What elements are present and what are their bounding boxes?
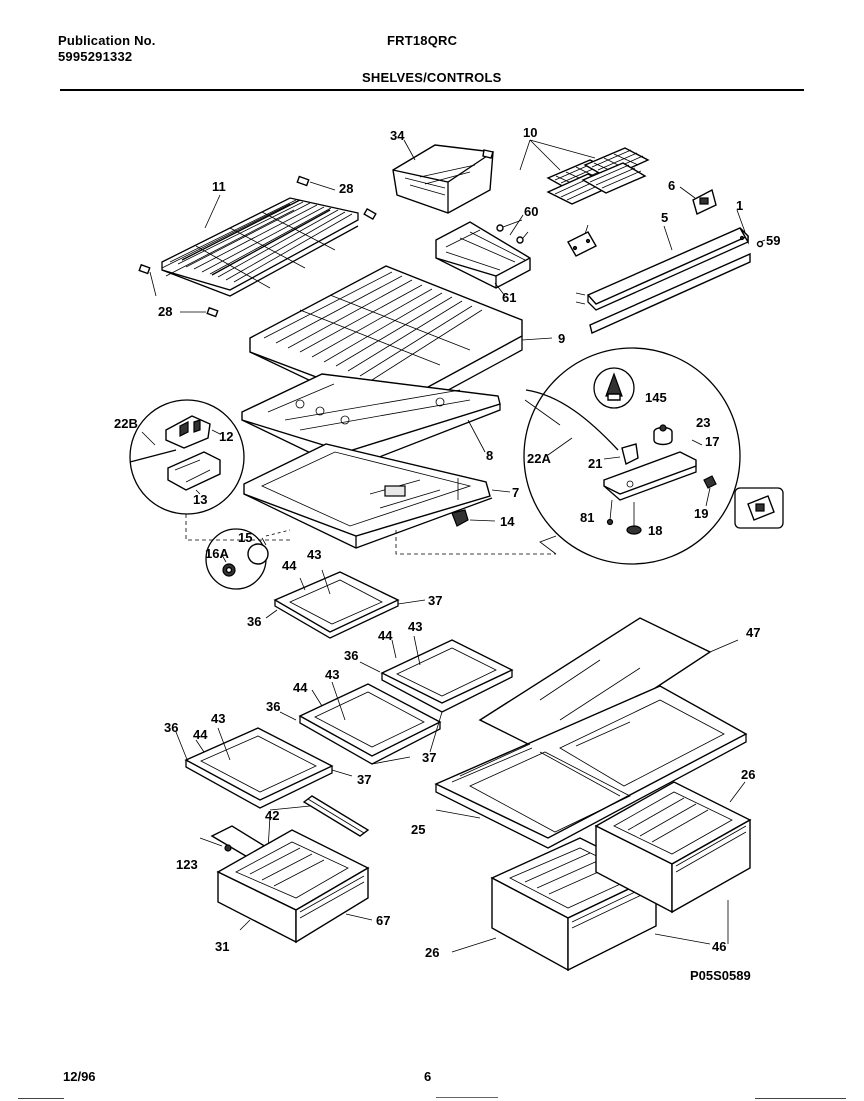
callout-47: 47 — [746, 625, 760, 640]
callout-44d: 44 — [193, 727, 208, 742]
part-glass-shelf-lower — [175, 727, 353, 809]
part-glass-shelf-mid-right — [359, 635, 514, 753]
callout-36d: 36 — [164, 720, 178, 735]
callout-59: 59 — [766, 233, 780, 248]
part-control-housing-61 — [435, 219, 531, 297]
part-glass-shelf-upper — [265, 569, 426, 639]
callout-46: 46 — [712, 939, 726, 954]
part-light-channel-5 — [575, 209, 766, 334]
callout-31: 31 — [215, 939, 229, 954]
callout-26a: 26 — [741, 767, 755, 782]
callout-44b: 44 — [378, 628, 393, 643]
callout-5: 5 — [661, 210, 668, 225]
callout-43c: 43 — [325, 667, 339, 682]
callout-17: 17 — [705, 434, 719, 449]
part-bracket-6 — [567, 186, 717, 257]
page-number: 6 — [424, 1069, 432, 1084]
part-glass-shelf-mid-left — [279, 681, 442, 765]
callout-43b: 43 — [408, 619, 422, 634]
callout-36b: 36 — [344, 648, 358, 663]
header-rule — [60, 89, 804, 91]
callout-34: 34 — [390, 128, 405, 143]
callout-15: 15 — [238, 530, 252, 545]
callout-8: 8 — [486, 448, 493, 463]
detail-circle-small — [205, 528, 291, 590]
callout-37c: 37 — [357, 772, 371, 787]
publication-label: Publication No. — [58, 33, 156, 48]
callout-123: 123 — [176, 857, 198, 872]
callout-23: 23 — [696, 415, 710, 430]
bottom-rule-right — [755, 1098, 846, 1099]
part-ice-trays-10 — [546, 147, 650, 205]
callout-10: 10 — [523, 125, 537, 140]
callout-43a: 43 — [307, 547, 321, 562]
callout-67: 67 — [376, 913, 390, 928]
callout-61: 61 — [502, 290, 516, 305]
callout-9: 9 — [558, 331, 565, 346]
part-shelf-clips-28 — [138, 175, 377, 318]
callout-60: 60 — [524, 204, 538, 219]
callout-11: 11 — [212, 179, 226, 194]
callout-145: 145 — [645, 390, 667, 405]
callout-37b: 37 — [422, 750, 436, 765]
part-divider-panel-7 — [243, 443, 511, 549]
callout-18: 18 — [648, 523, 662, 538]
part-evaporator-cover-8 — [241, 373, 501, 471]
publication-number: 5995291332 — [58, 49, 133, 64]
callout-22A: 22A — [527, 451, 551, 466]
detail-circle-right — [395, 347, 741, 565]
callout-44c: 44 — [293, 680, 308, 695]
part-crisper-frame-25 — [434, 685, 748, 849]
callout-6: 6 — [668, 178, 675, 193]
callout-42: 42 — [265, 808, 279, 823]
section-title: SHELVES/CONTROLS — [362, 70, 502, 85]
callout-28: 28 — [339, 181, 353, 196]
part-switch-19-inset — [734, 487, 784, 529]
part-thermostat-14 — [451, 509, 496, 527]
callout-26b: 26 — [425, 945, 439, 960]
callout-21: 21 — [588, 456, 602, 471]
callout-22B: 22B — [114, 416, 138, 431]
callout-labels: 34 10 11 28 6 60 1 59 5 61 28 9 145 23 2… — [114, 125, 780, 960]
callout-12: 12 — [219, 429, 233, 444]
callout-16A: 16A — [205, 546, 229, 561]
model-number: FRT18QRC — [387, 33, 458, 48]
callout-14: 14 — [500, 514, 515, 529]
callout-44a: 44 — [282, 558, 297, 573]
callout-36c: 36 — [266, 699, 280, 714]
callout-37a: 37 — [428, 593, 442, 608]
callout-19: 19 — [694, 506, 708, 521]
footer-date: 12/96 — [63, 1069, 96, 1084]
callout-43d: 43 — [211, 711, 225, 726]
detail-circle-left — [129, 399, 290, 541]
part-basket-34 — [392, 144, 494, 214]
part-crisper-drawer-back-26 — [594, 781, 752, 945]
bottom-rule-mid — [436, 1097, 498, 1098]
bottom-rule-left — [18, 1098, 64, 1099]
part-crisper-drawer-left-31 — [199, 829, 373, 944]
callout-13: 13 — [193, 492, 207, 507]
callout-81: 81 — [580, 510, 594, 525]
callout-7: 7 — [512, 485, 519, 500]
callout-36a: 36 — [247, 614, 261, 629]
callout-25: 25 — [411, 822, 425, 837]
callout-28b: 28 — [158, 304, 172, 319]
part-wire-shelf-11 — [161, 197, 359, 297]
figure-id: P05S0589 — [690, 968, 751, 983]
callout-1: 1 — [736, 198, 743, 213]
